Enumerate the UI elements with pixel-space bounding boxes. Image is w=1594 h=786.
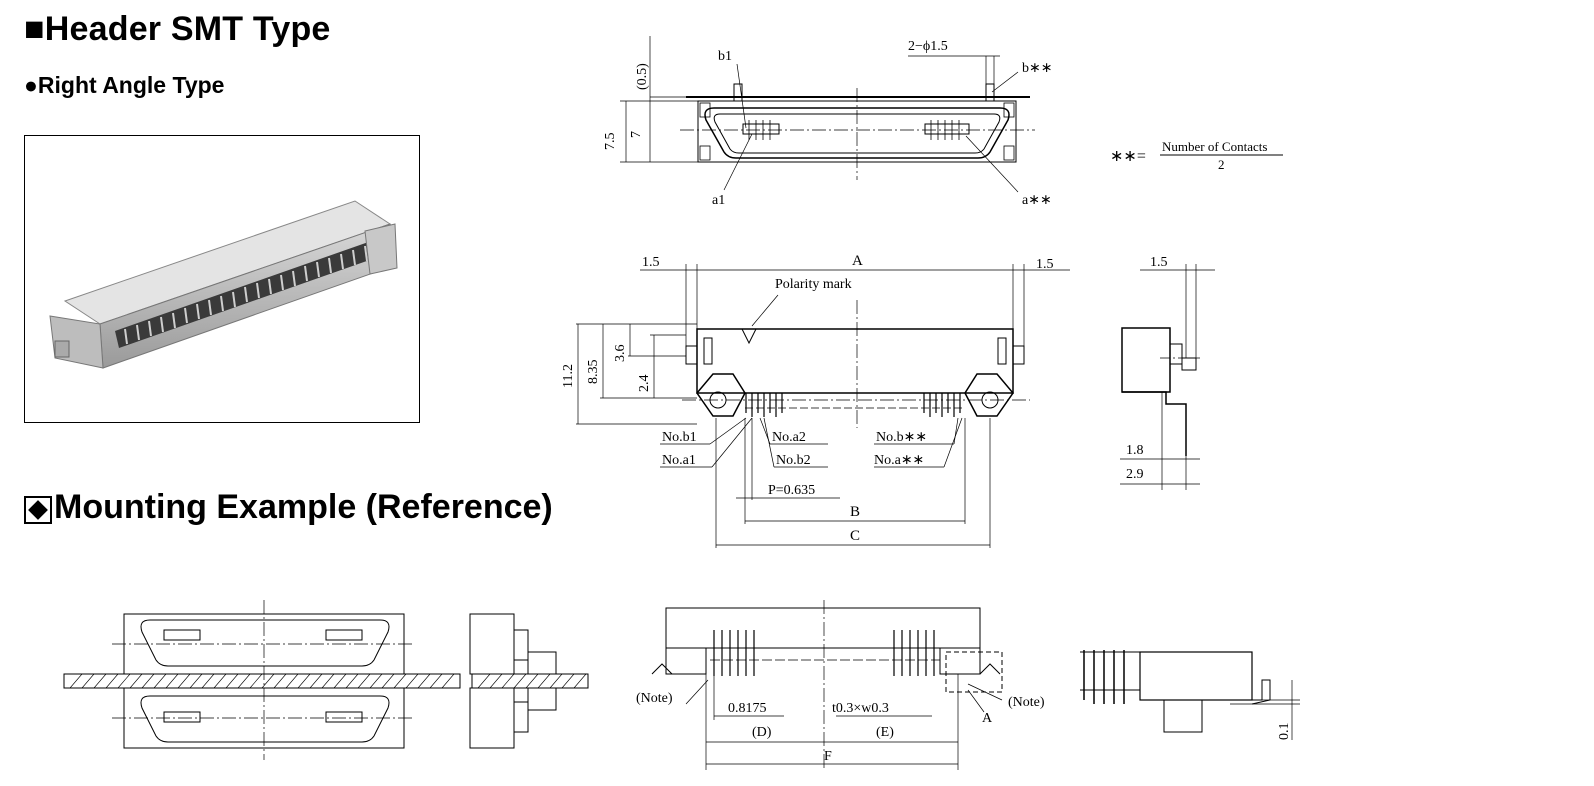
dim-7: 7	[629, 131, 644, 138]
formula-denominator: 2	[1218, 157, 1225, 172]
title-text: Header SMT Type	[44, 10, 331, 48]
dim-1-5-side: 1.5	[1150, 255, 1168, 270]
subtitle-text: Right Angle Type	[37, 72, 225, 98]
dim-D: (D)	[752, 725, 772, 740]
mount-side-view	[1080, 650, 1300, 740]
front-view	[576, 264, 1070, 548]
dim-B: B	[850, 504, 860, 520]
dim-11-2: 11.2	[561, 364, 576, 388]
dim-1-8: 1.8	[1126, 443, 1144, 458]
label-no-astar: No.a∗∗	[874, 453, 924, 468]
label-polarity-mark: Polarity mark	[775, 277, 852, 292]
dim-C: C	[850, 528, 860, 544]
title-square-icon: ■	[24, 10, 45, 48]
dim-0-8175: 0.8175	[728, 701, 767, 716]
label-no-bstar: No.b∗∗	[876, 430, 927, 445]
dim-t0-3-w0-3: t0.3×w0.3	[832, 701, 889, 716]
mount-side-small-view	[469, 613, 589, 749]
dim-2-4: 2.4	[637, 375, 652, 393]
dim-0-5: (0.5)	[635, 63, 650, 90]
diamond-icon	[24, 495, 52, 524]
label-a1: a1	[712, 193, 725, 208]
dim-F: F	[824, 749, 832, 764]
subtitle: ●Right Angle Type	[24, 72, 224, 99]
label-note-left: (Note)	[636, 691, 673, 706]
label-no-a2: No.a2	[772, 430, 806, 445]
mounting-heading: Mounting Example (Reference)	[24, 488, 553, 527]
bullet-icon: ●	[24, 72, 38, 98]
dim-3-6: 3.6	[613, 345, 628, 363]
label-pitch: P=0.635	[768, 483, 815, 498]
dim-A-mount: A	[982, 711, 993, 726]
dim-2-9: 2.9	[1126, 467, 1144, 482]
mount-front-view	[651, 600, 1003, 770]
dim-0-1: 0.1	[1277, 723, 1292, 741]
dim-1-5-right: 1.5	[1036, 257, 1054, 272]
label-astar: a∗∗	[1022, 193, 1052, 208]
label-bstar: b∗∗	[1022, 61, 1052, 76]
mounting-heading-text: Mounting Example (Reference)	[54, 488, 553, 526]
dim-A-front: A	[852, 253, 863, 269]
dim-E: (E)	[876, 725, 894, 740]
product-photo	[24, 135, 420, 423]
dim-8-35: 8.35	[586, 360, 601, 385]
formula-numerator: Number of Contacts	[1162, 139, 1267, 154]
label-no-b2: No.b2	[776, 453, 811, 468]
label-note-right: (Note)	[1008, 695, 1045, 710]
formula-lhs: ∗∗=	[1110, 148, 1146, 165]
page-title: ■Header SMT Type	[24, 10, 331, 49]
side-view	[1120, 264, 1215, 490]
top-view	[620, 36, 1035, 193]
connector-photo-illustration	[49, 200, 398, 369]
label-no-b1: No.b1	[662, 430, 697, 445]
mount-left-view	[63, 600, 461, 760]
label-b1: b1	[718, 49, 732, 64]
dim-1-5-left: 1.5	[642, 255, 660, 270]
label-no-a1: No.a1	[662, 453, 696, 468]
label-holes: 2−ϕ1.5	[908, 39, 948, 54]
dim-7-5: 7.5	[603, 133, 618, 151]
